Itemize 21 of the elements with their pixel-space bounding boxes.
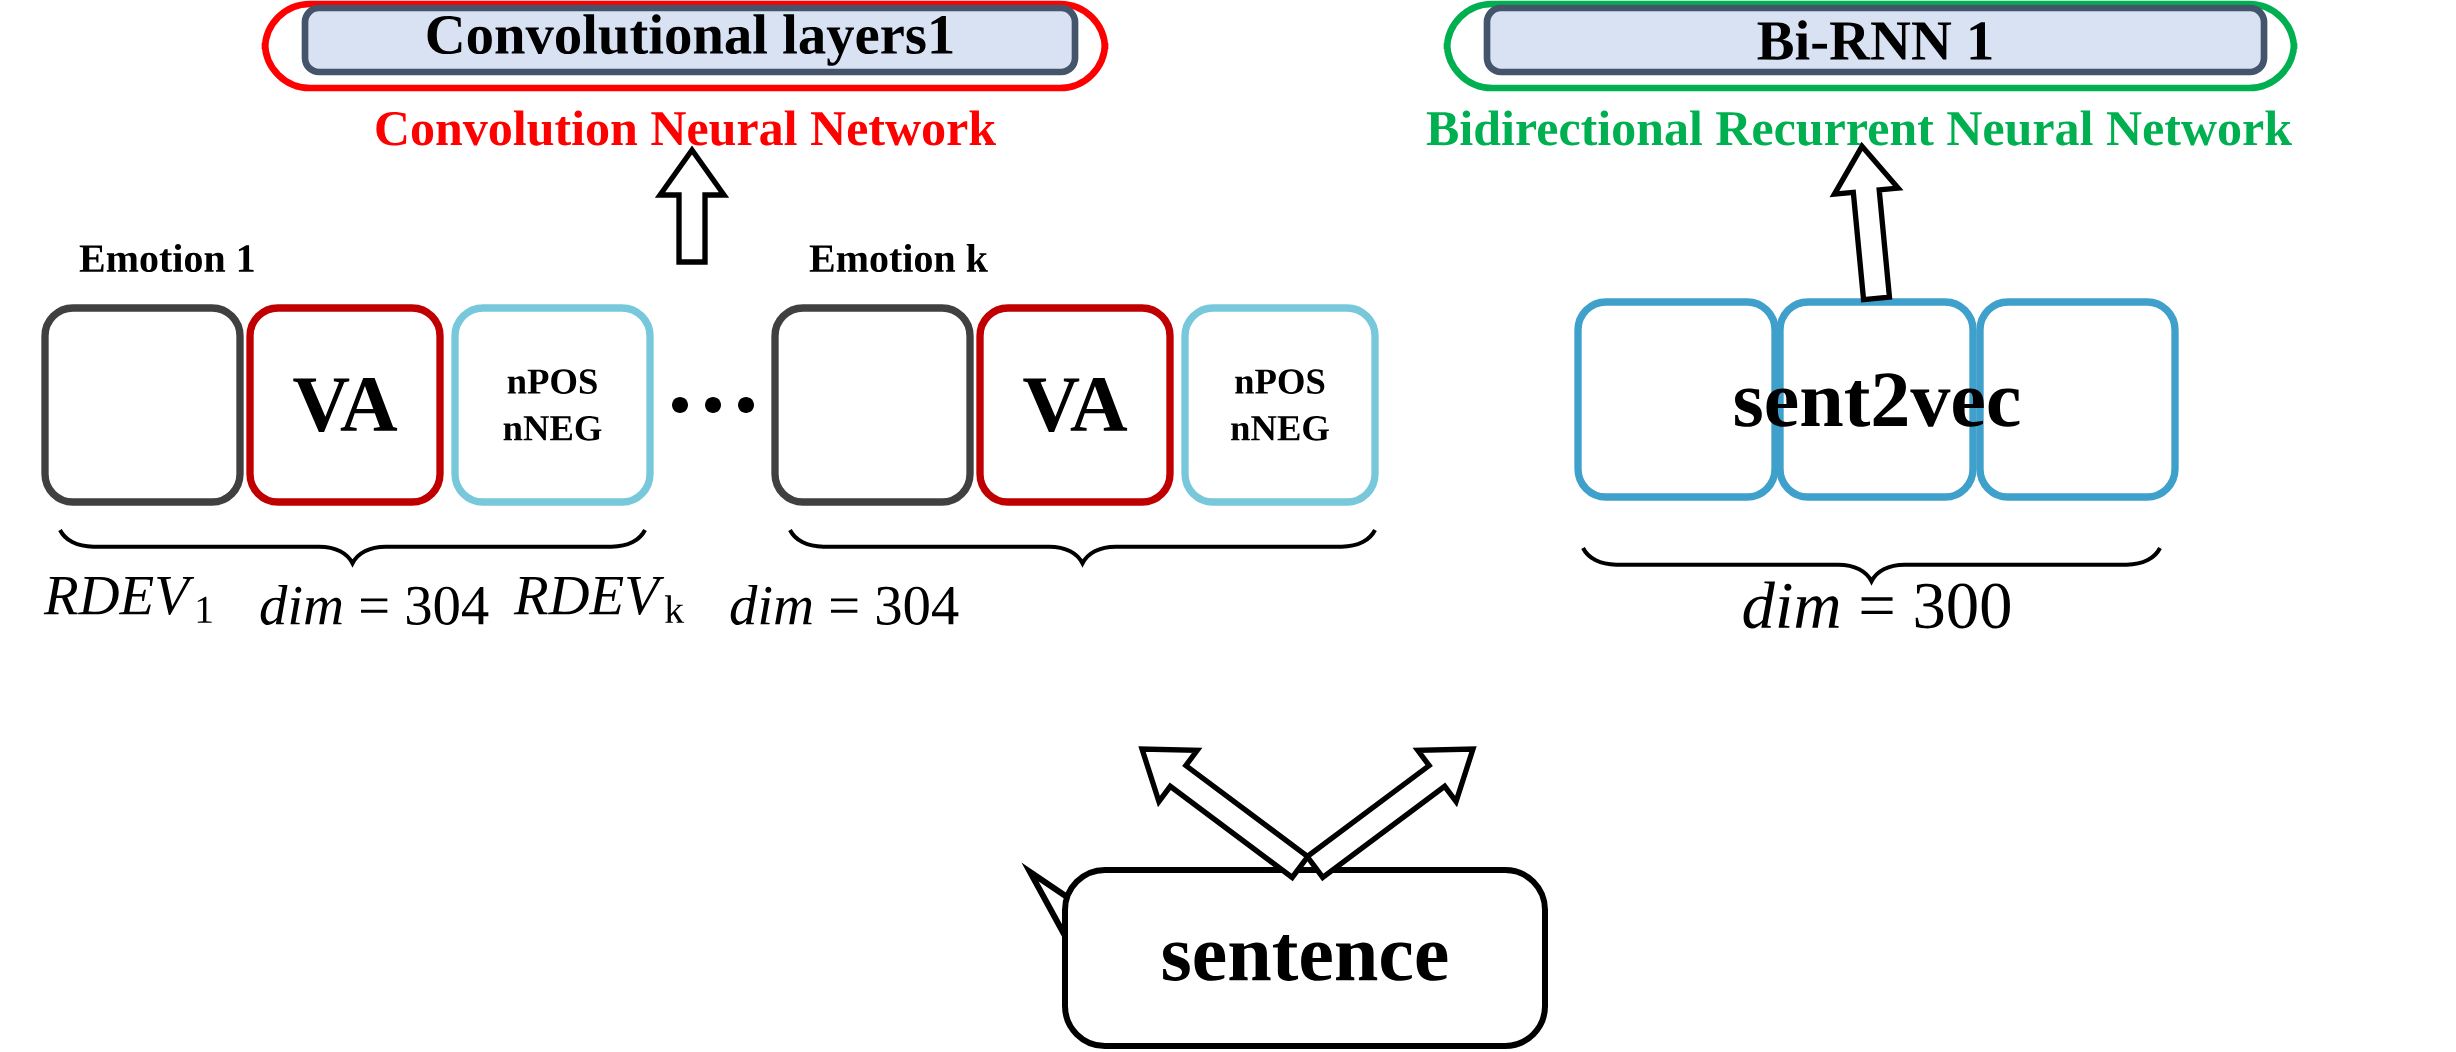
speech-bubble: sentence bbox=[1021, 862, 1548, 1049]
vector-box: nPOS nNEG bbox=[451, 304, 654, 506]
vector-box bbox=[771, 304, 974, 506]
vector-label: RDEV$_{1}$ bbox=[43, 577, 212, 623]
group-label: Emotion 1 bbox=[79, 243, 254, 273]
vector-box bbox=[41, 304, 244, 506]
dimension-label: dim = 304 bbox=[730, 585, 959, 625]
block-arrow bbox=[654, 145, 730, 265]
vector-box: VA bbox=[976, 304, 1174, 506]
dimension-label: dim = 304 bbox=[260, 585, 489, 625]
node-label: Bidirectional Recurrent Neural Network bbox=[1426, 110, 2292, 146]
layer-box: Bi-RNN 1 bbox=[1483, 4, 2268, 76]
block-arrow bbox=[1829, 141, 1904, 303]
vector-box: nPOS nNEG bbox=[1181, 304, 1379, 506]
layer-box: Convolutional layers1 bbox=[301, 4, 1079, 76]
group-label: Emotion k bbox=[809, 243, 988, 273]
dimension-label: dim = 300 bbox=[1743, 581, 2010, 629]
vector-label: RDEV$_{k}$ bbox=[513, 577, 685, 623]
node-label: sentence bbox=[1163, 935, 1448, 981]
vector-box: VA bbox=[246, 304, 444, 506]
node-label: Convolution Neural Network bbox=[376, 110, 996, 146]
